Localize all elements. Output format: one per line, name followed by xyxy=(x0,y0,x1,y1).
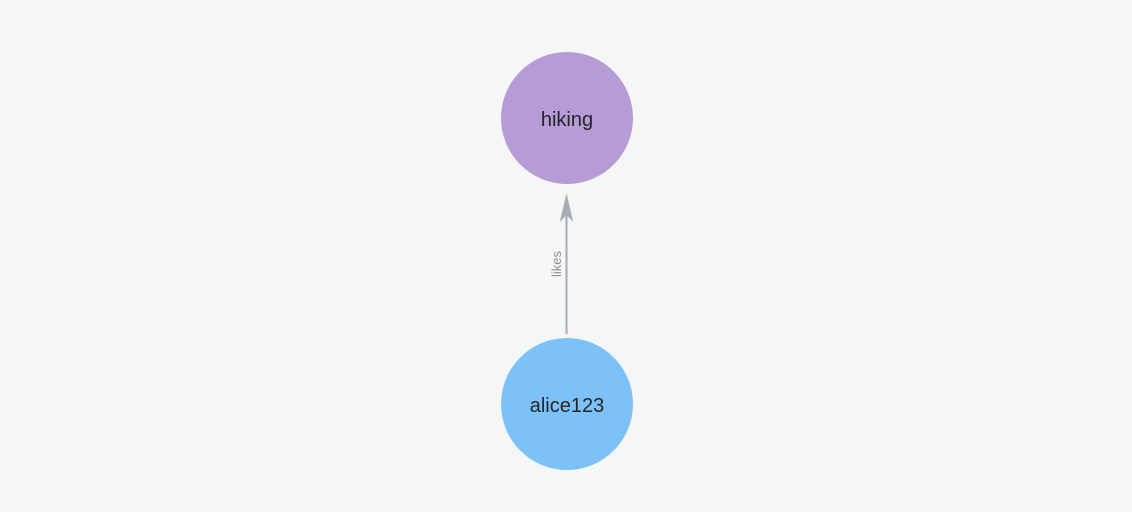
arrowhead-up-icon xyxy=(559,193,574,222)
node-alice123-label: alice123 xyxy=(530,395,605,417)
node-alice123[interactable]: alice123 xyxy=(501,338,633,470)
edge-label: likes xyxy=(549,251,564,278)
node-hiking[interactable]: hiking xyxy=(501,52,633,184)
edge-alice123-likes-hiking[interactable]: likes xyxy=(549,193,574,334)
node-hiking-label: hiking xyxy=(541,109,593,131)
node-alice123-circle[interactable] xyxy=(501,338,633,470)
node-hiking-circle[interactable] xyxy=(501,52,633,184)
